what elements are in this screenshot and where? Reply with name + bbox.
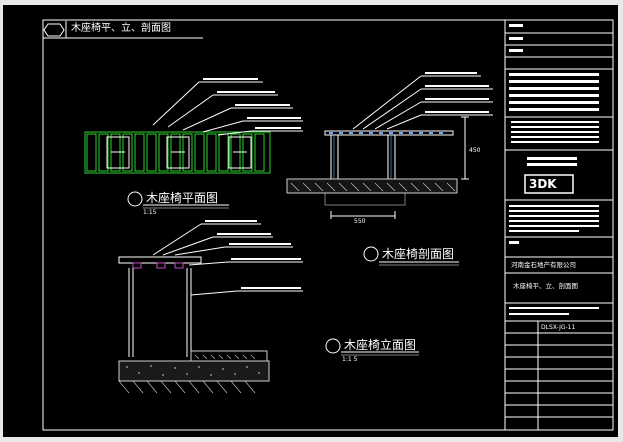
- logo-mark: [527, 157, 577, 166]
- plan-view-drawing: [84, 78, 303, 209]
- elevation-view-title: 木座椅立面图: [344, 338, 417, 352]
- title-block-text-strips: [509, 24, 599, 315]
- title-block-rows: [505, 32, 613, 430]
- drawing-sheet: 木座椅平、立、剖面图 木座椅平面图 1:15 木座椅剖面图 550 450 木座…: [3, 5, 618, 437]
- section-view-title: 木座椅剖面图: [382, 247, 455, 261]
- drawing-frame: [42, 19, 614, 431]
- section-dimension-height: 450: [469, 147, 481, 154]
- section-view-drawing: [286, 72, 493, 266]
- title-block-logo: 3DK: [529, 177, 557, 191]
- logo-box: [524, 174, 574, 194]
- elevation-view-scale: 1:1 5: [342, 356, 358, 363]
- title-hexagon-icon: [43, 23, 65, 37]
- plan-view-title: 木座椅平面图: [146, 191, 219, 205]
- sheet-title: 木座椅平、立、剖面图: [71, 23, 171, 34]
- drawing-canvas: [42, 19, 614, 431]
- title-block-client: 河南金石地产有限公司: [511, 261, 576, 269]
- elevation-view-drawing: [118, 220, 419, 394]
- title-block-drawing-no: DLSX-JG-11: [541, 324, 576, 331]
- plan-view-scale: 1:15: [143, 209, 157, 216]
- title-block-drawing-name: 木座椅平、立、剖面图: [513, 282, 578, 290]
- section-dimension-width: 550: [354, 218, 366, 225]
